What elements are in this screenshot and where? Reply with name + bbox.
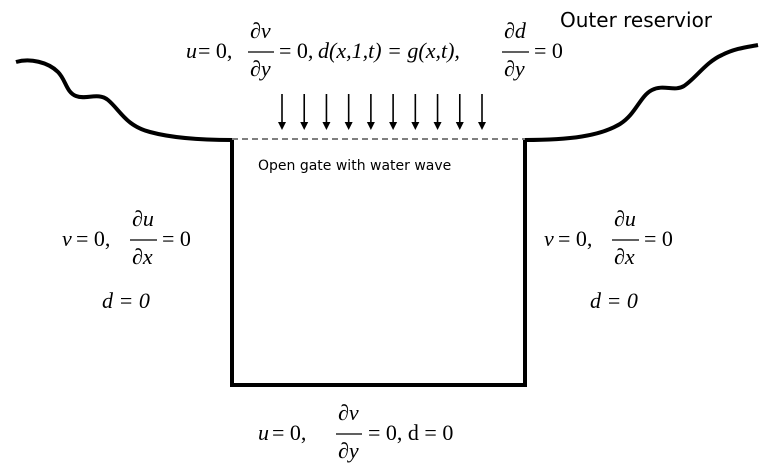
wave-arrow-head (344, 122, 353, 130)
svg-text:∂v: ∂v (338, 400, 359, 425)
wave-arrow-head (389, 122, 398, 130)
svg-text:∂y: ∂y (504, 56, 525, 81)
outer-reservoir-label: Outer reservior (560, 8, 713, 32)
bottom-boundary-condition: u = 0, ∂v ∂y = 0, d = 0 (258, 400, 453, 463)
svg-text:∂v: ∂v (250, 18, 271, 43)
wave-arrow-head (366, 122, 375, 130)
svg-text:∂x: ∂x (132, 244, 153, 269)
wave-arrow-head (433, 122, 442, 130)
left-ground-line (15, 58, 233, 142)
svg-text:∂x: ∂x (614, 244, 635, 269)
svg-text:∂u: ∂u (614, 206, 636, 231)
svg-text:= 0, d = 0: = 0, d = 0 (368, 420, 453, 445)
top-boundary-condition: u = 0, ∂v ∂y = 0, d(x,1,t) = g(x,t), ∂d … (186, 18, 563, 81)
svg-text:v: v (62, 226, 72, 251)
svg-text:= 0,: = 0, (279, 38, 313, 63)
wave-arrow-head (278, 122, 286, 130)
wave-arrow-head (411, 122, 420, 130)
svg-text:∂y: ∂y (338, 438, 359, 463)
svg-text:v: v (544, 226, 554, 251)
left-boundary-condition: v = 0, ∂u ∂x = 0 d = 0 (62, 206, 191, 313)
right-boundary-condition: v = 0, ∂u ∂x = 0 d = 0 (544, 206, 673, 313)
svg-text:= 0: = 0 (644, 226, 673, 251)
pit-outline (230, 140, 527, 387)
svg-text:∂d: ∂d (504, 18, 527, 43)
wave-arrow-head (300, 122, 309, 130)
svg-text:= 0,: = 0, (272, 420, 306, 445)
water-wave-arrows (278, 94, 486, 130)
svg-text:d = 0: d = 0 (102, 288, 150, 313)
svg-text:= 0: = 0 (162, 226, 191, 251)
svg-text:∂y: ∂y (250, 56, 271, 81)
svg-text:= 0,: = 0, (198, 38, 232, 63)
svg-text:u: u (258, 420, 269, 445)
wave-arrow-head (322, 122, 331, 130)
svg-text:d(x,1,t) = g(x,t),: d(x,1,t) = g(x,t), (318, 38, 460, 63)
wave-arrow-head (478, 122, 486, 130)
svg-text:u: u (186, 38, 197, 63)
open-gate-label: Open gate with water wave (258, 158, 451, 174)
svg-text:= 0,: = 0, (76, 226, 110, 251)
right-ground-line (524, 43, 759, 142)
wave-arrow-head (455, 122, 464, 130)
svg-text:∂u: ∂u (132, 206, 154, 231)
svg-text:d = 0: d = 0 (590, 288, 638, 313)
svg-text:= 0,: = 0, (558, 226, 592, 251)
svg-text:= 0: = 0 (534, 38, 563, 63)
